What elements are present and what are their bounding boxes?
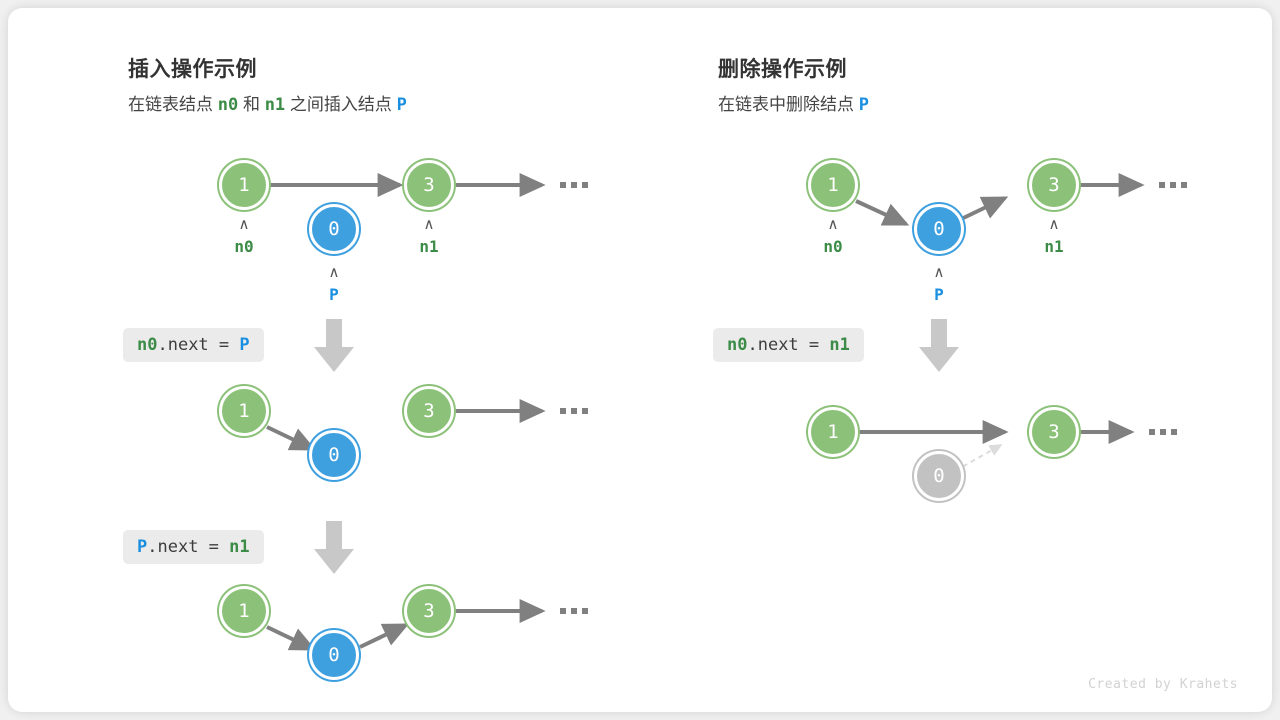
node-0-deleted: 0 — [914, 451, 964, 501]
insert-subtitle-n0: n0 — [217, 95, 239, 115]
node-1: 1 — [219, 386, 269, 436]
node-0: 0 — [309, 204, 359, 254]
caret-icon: ∧ — [827, 215, 839, 233]
pointer-label-n0: n0 — [234, 237, 254, 256]
pointer-n0: ∧ n0 — [214, 215, 274, 257]
node-0: 0 — [309, 430, 359, 480]
code-token-mid: .next = — [147, 537, 230, 557]
insert-subtitle-part2: 和 — [242, 95, 260, 114]
node-3: 3 — [404, 160, 454, 210]
code-token-left: P — [137, 537, 148, 557]
down-arrow-icon — [919, 319, 959, 372]
code-chip-p-next-n1: P.next = n1 — [123, 530, 264, 564]
ellipsis-icon — [1149, 429, 1177, 435]
node-1: 1 — [219, 586, 269, 636]
pointer-label-n1: n1 — [1044, 237, 1064, 256]
ellipsis-icon — [560, 182, 588, 188]
code-token-mid: .next = — [157, 335, 240, 355]
insert-subtitle: 在链表结点 n0 和 n1 之间插入结点 P — [128, 90, 407, 115]
insert-subtitle-part3: 之间插入结点 — [289, 95, 392, 114]
caret-icon: ∧ — [238, 215, 250, 233]
code-chip-n0-next-p: n0.next = P — [123, 328, 264, 362]
pointer-label-n1: n1 — [419, 237, 439, 256]
ellipsis-icon — [1159, 182, 1187, 188]
down-arrow-icon — [314, 521, 354, 574]
node-0: 0 — [309, 630, 359, 680]
code-token-left: n0 — [727, 335, 748, 355]
delete-subtitle: 在链表中删除结点 P — [718, 90, 869, 115]
pointer-n0: ∧ n0 — [803, 215, 863, 257]
insert-panel: 插入操作示例 在链表结点 n0 和 n1 之间插入结点 P — [8, 8, 648, 712]
pointer-n1: ∧ n1 — [1024, 215, 1084, 257]
node-3: 3 — [404, 386, 454, 436]
code-token-right: n1 — [229, 537, 250, 557]
pointer-label-p: P — [934, 285, 944, 304]
caret-icon: ∧ — [423, 215, 435, 233]
code-chip-n0-next-n1: n0.next = n1 — [713, 328, 864, 362]
caret-icon: ∧ — [328, 263, 340, 281]
delete-title: 删除操作示例 — [718, 58, 847, 81]
down-arrow-icon — [314, 319, 354, 372]
delete-subtitle-part1: 在链表中删除结点 — [718, 95, 854, 114]
insert-subtitle-n1: n1 — [264, 95, 286, 115]
pointer-p: ∧ P — [304, 263, 364, 305]
caret-icon: ∧ — [1048, 215, 1060, 233]
pointer-n1: ∧ n1 — [399, 215, 459, 257]
node-1: 1 — [808, 160, 858, 210]
code-token-left: n0 — [137, 335, 158, 355]
ellipsis-icon — [560, 408, 588, 414]
insert-subtitle-part1: 在链表结点 — [128, 95, 213, 114]
caret-icon: ∧ — [933, 263, 945, 281]
node-1: 1 — [808, 407, 858, 457]
insert-title: 插入操作示例 — [128, 58, 257, 81]
insert-subtitle-p: P — [396, 95, 407, 115]
code-token-mid: .next = — [747, 335, 830, 355]
delete-panel: 删除操作示例 在链表中删除结点 P — [598, 8, 1272, 712]
pointer-label-p: P — [329, 285, 339, 304]
code-token-right: n1 — [829, 335, 850, 355]
code-token-right: P — [239, 335, 250, 355]
node-0: 0 — [914, 204, 964, 254]
node-3: 3 — [1029, 407, 1079, 457]
ellipsis-icon — [560, 608, 588, 614]
node-3: 3 — [404, 586, 454, 636]
delete-subtitle-p: P — [858, 95, 869, 115]
node-1: 1 — [219, 160, 269, 210]
diagram-card: 插入操作示例 在链表结点 n0 和 n1 之间插入结点 P — [8, 8, 1272, 712]
pointer-label-n0: n0 — [823, 237, 843, 256]
node-3: 3 — [1029, 160, 1079, 210]
pointer-p: ∧ P — [909, 263, 969, 305]
credit-text: Created by Krahets — [1088, 677, 1238, 692]
